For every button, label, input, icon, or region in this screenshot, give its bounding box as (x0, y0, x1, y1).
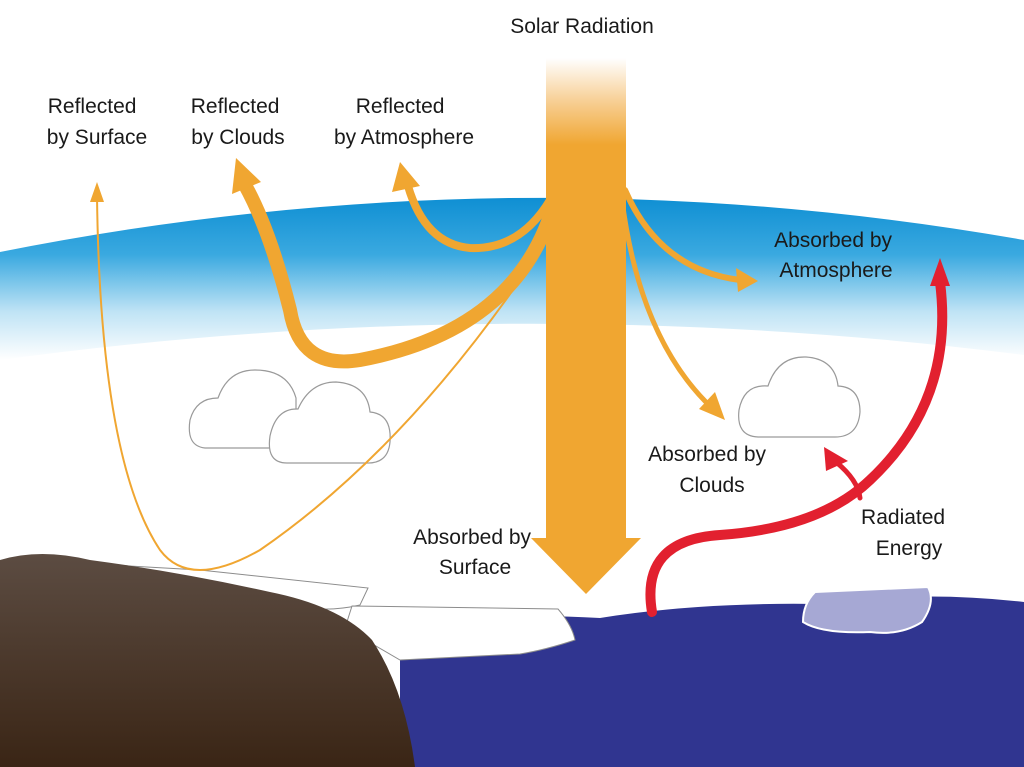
reflected-by-surface-arrow (96, 194, 561, 571)
label-absorbed-by-atmosphere: Absorbed by Atmosphere (774, 229, 898, 282)
radiated-energy-arrow (645, 277, 948, 617)
reflected-by-surface-arrowhead (90, 182, 104, 202)
label-reflected-by-surface: Reflected by Surface (47, 95, 147, 149)
label-radiated-energy: Radiated Energy (861, 506, 951, 560)
reflected-by-clouds-arrow (238, 178, 562, 369)
cloud-left-front (268, 381, 391, 464)
cloud-left-back (188, 369, 297, 449)
absorbed-by-clouds-arrowhead (699, 392, 725, 420)
land (0, 554, 415, 767)
label-absorbed-by-clouds: Absorbed by Clouds (648, 443, 772, 497)
reflected-by-atmosphere-arrow (404, 182, 554, 253)
absorbed-by-surface-arrowhead (531, 538, 641, 594)
cloud-right (738, 356, 861, 438)
reflected-by-clouds-arrowhead (232, 158, 261, 194)
absorbed-by-clouds-arrow (619, 197, 715, 411)
solar-radiation-beam (546, 58, 626, 540)
radiated-energy-branch-arrowhead (824, 447, 848, 471)
ice-sheet-lower (344, 605, 576, 661)
label-solar-radiation: Solar Radiation (510, 15, 654, 38)
label-reflected-by-clouds: Reflected by Clouds (191, 95, 286, 149)
radiated-energy-branch (833, 459, 863, 501)
label-absorbed-by-surface: Absorbed by Surface (413, 526, 537, 579)
absorbed-by-atmosphere-arrow (622, 187, 743, 283)
sea-ice (801, 585, 932, 634)
label-reflected-by-atmosphere: Reflected by Atmosphere (334, 95, 474, 149)
radiated-energy-arrowhead (930, 258, 950, 286)
absorbed-by-atmosphere-arrowhead (736, 268, 758, 292)
reflected-by-atmosphere-arrowhead (392, 162, 420, 192)
